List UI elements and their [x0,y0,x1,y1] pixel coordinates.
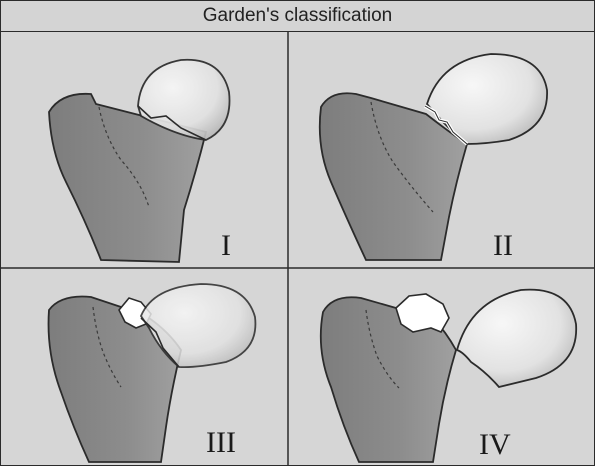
panel-garden-iv: IV [321,290,576,462]
garden-type-label: IV [479,428,511,461]
garden-type-label: III [206,426,236,459]
panel-garden-iii: III [49,284,256,462]
panels-grid: I II III IV [1,32,594,465]
femoral-head [457,290,576,387]
panel-garden-i: I [49,60,231,262]
fracture-gap-white [396,294,449,332]
garden-type-label: I [221,229,231,262]
figure-title: Garden's classification [1,1,594,32]
garden-type-label: II [493,229,513,262]
panel-garden-ii: II [320,54,547,262]
